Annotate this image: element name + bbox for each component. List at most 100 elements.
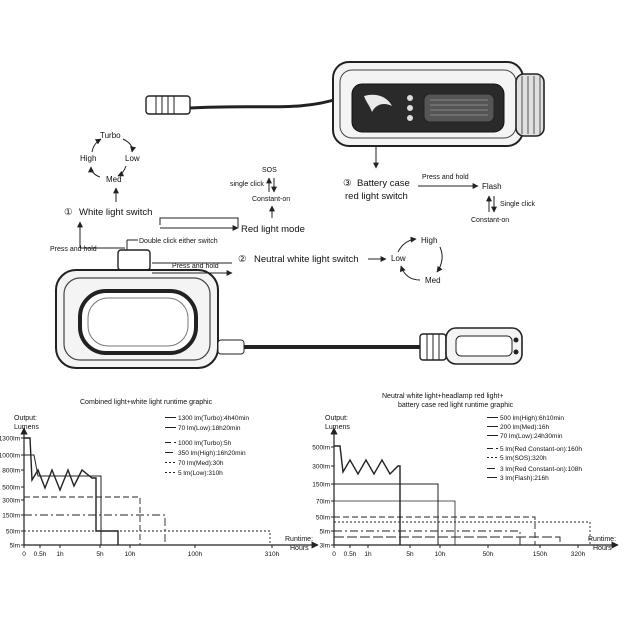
brand-logo-icon [364,94,392,112]
cycle-turbo-label: Turbo [100,131,121,140]
legend-entry: 5 lm(Low):310h [178,470,223,477]
series-line [334,500,456,545]
chart1-xlabel-line1: Runtime: [285,536,313,543]
legend-entry: 350 lm(High):16h20min [178,450,246,457]
series-line [24,530,271,545]
x-tick-label: 310h [265,551,280,558]
battery-red-light-lens [423,93,495,123]
y-tick-label: 300lm [312,464,330,471]
headlamp-lens [78,289,198,355]
x-tick-label: 10h [435,551,446,558]
y-tick-label: 5lm [10,543,20,550]
battery-end-cap [515,73,545,137]
white-switch-label: White light switch [79,207,152,218]
battery-switch-number: ③ [343,178,352,189]
x-tick-label: 150h [533,551,548,558]
double-click-label: Double click either switch [139,238,218,245]
x-tick-label: 0 [22,551,26,558]
neutral-switch-number: ② [238,254,247,265]
headlamp-top-switch [117,249,151,271]
cycle-high-label: High [80,154,96,163]
x-tick-label: 320h [571,551,586,558]
chart1-xlabel-line2: Hours [290,545,309,552]
series-line [334,483,439,545]
legend-entry: 70 lm(Low):24h30min [500,433,563,440]
chart2-x-ticks: 0 0.5h 1h 5h 10h 50h 150h 320h [332,545,586,558]
neutral-switch-label: Neutral white light switch [254,254,359,265]
y-tick-label: 500lm [312,445,330,452]
neutral-low-label: Low [391,254,406,263]
chart2-legend: 500 lm(High):6h10min 200 lm(Med):16h 70 lm… [487,415,582,482]
x-tick-label: 0.5h [34,551,47,558]
legend-entry: 3 lm(Flash):216h [500,475,549,482]
battery-indicator-led-2 [407,105,413,111]
y-tick-label: 50lm [316,515,330,522]
x-tick-label: 10h [125,551,136,558]
battery-cable [189,96,341,110]
x-tick-label: 5h [96,551,104,558]
chart2-xlabel-line2: Hours [593,545,612,552]
neutral-med-label: Med [425,276,441,285]
legend-entry: 3 lm(Red Constant-on):108h [500,466,582,473]
legend-entry: 1300 lm(Turbo):4h40min [178,415,249,422]
chart1-series [24,437,271,545]
chart2-title-line1: Neutral white light+headlamp red light+ [382,393,503,400]
y-tick-label: 300lm [2,498,20,505]
y-tick-label: 50lm [6,529,20,536]
series-line [334,536,561,545]
red-single-click-label: single click [230,181,264,188]
y-tick-label: 150lm [2,513,20,520]
x-tick-label: 50h [483,551,494,558]
press-hold-left-label: Press and hold [50,246,97,253]
legend-entry: 5 lm(Red Constant-on):160h [500,446,582,453]
chart2-xlabel-line1: Runtime: [588,536,616,543]
y-tick-label: 5lm [320,529,330,536]
y-tick-label: 70lm [316,499,330,506]
chart2-title-line2: battery case red light runtime graphic [398,402,514,409]
y-tick-label: 1300lm [0,436,20,443]
runtime-chart-neutral: Neutral white light+headlamp red light+ … [312,393,619,558]
x-tick-label: 100h [188,551,203,558]
x-tick-label: 5h [406,551,414,558]
battery-case-illustration [145,61,545,147]
chart1-ylabel-line2: Lumens [14,424,39,431]
y-tick-label: 150lm [312,482,330,489]
battery-indicator-led-1 [407,95,413,101]
chart1-ylabel-line1: Output: [14,415,37,422]
y-tick-label: 500lm [2,485,20,492]
chart1-title: Combined light+white light runtime graph… [80,399,213,406]
chart2-series [334,445,591,545]
battery-switch-line2: red light switch [345,191,408,202]
y-tick-label: 1000lm [0,453,20,460]
runtime-chart-combined: Combined light+white light runtime graph… [0,399,319,558]
neutral-switch-flow: Press and hold ② Neutral white light swi… [152,236,443,285]
legend-entry: 500 lm(High):6h10min [500,415,564,422]
neutral-press-hold-label: Press and hold [172,263,219,270]
battery-switch-flow: ③ Battery case red light switch Press an… [343,146,536,224]
chart1-legend: 1300 lm(Turbo):4h40min 70 lm(Low):18h20mi… [165,415,249,477]
x-tick-label: 0 [332,551,336,558]
battery-single-click-label: Single click [500,201,536,208]
cycle-med-label: Med [106,175,122,184]
headlamp-cable-boot [217,339,245,355]
x-tick-label: 1h [364,551,372,558]
legend-entry: 70 lm(Med):30h [178,460,224,467]
red-light-mode: SOS single click Constant-on Red light m… [230,167,305,235]
cycle-low-label: Low [125,154,140,163]
legend-entry: 70 lm(Low):18h20min [178,425,241,432]
battery-switch-line1: Battery case [357,178,410,189]
x-tick-label: 0.5h [344,551,357,558]
x-tick-label: 1h [56,551,64,558]
series-line [24,454,102,545]
legend-entry: 1000 lm(Turbo):5h [178,440,232,447]
chart1-x-ticks: 0 0.5h 1h 5h 10h 100h 310h [22,545,280,558]
battery-press-hold-label: Press and hold [422,174,469,181]
battery-flash-label: Flash [482,182,502,191]
series-line [334,521,591,545]
battery-indicator-led-3 [407,115,413,121]
white-light-cycle: Turbo High Low Med [80,131,140,202]
legend-entry: 200 lm(Med):16h [500,424,550,431]
